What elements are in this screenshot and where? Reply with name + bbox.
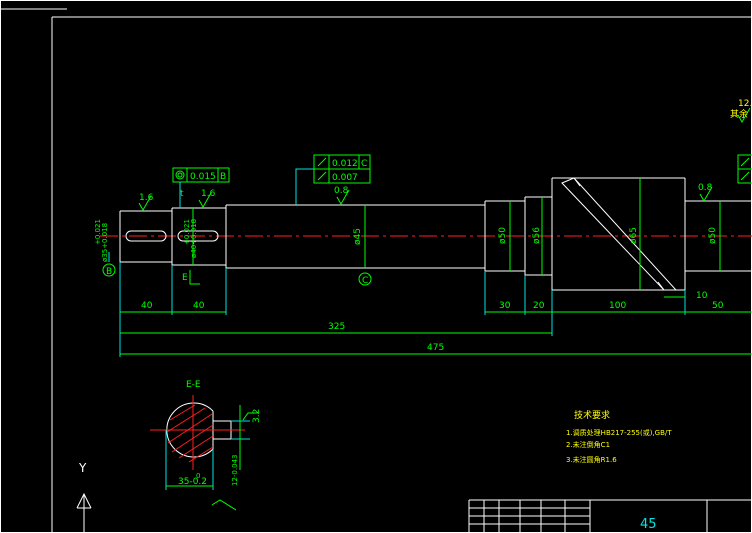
dim-325: 325	[328, 322, 345, 332]
dia-35-upper: +0.021	[94, 219, 102, 245]
tolerance-frame-right	[737, 154, 752, 184]
dimension-lines	[120, 296, 752, 355]
notes-line-1: 1.调质处理HB217-255(或),GB/T	[566, 428, 672, 437]
datum-c-circle	[358, 272, 372, 286]
dia-45: ø45	[353, 228, 363, 245]
dia-50a: ø50	[498, 227, 508, 244]
section-dim-keyway: 12-0.043	[231, 455, 239, 486]
dim-100: 100	[609, 301, 626, 311]
axis-y-label: Y	[78, 461, 87, 475]
dim-475: 475	[427, 343, 444, 353]
dim-10: 10	[696, 291, 708, 301]
svg-text:0.012: 0.012	[332, 159, 358, 169]
dia-35: ø35+0.018	[101, 223, 109, 262]
title-block	[468, 499, 752, 533]
section-title: E-E	[186, 380, 201, 390]
dim-20: 20	[533, 301, 545, 311]
rough-4: 0.8	[698, 183, 713, 193]
section-cut-line	[189, 270, 200, 285]
shaft-outline	[119, 177, 752, 291]
rough-3: 0.8	[334, 186, 349, 196]
section-dim-keyway-0: 0	[196, 472, 200, 480]
datum-b: B	[106, 267, 112, 277]
svg-text:0.015: 0.015	[190, 172, 216, 182]
rough-5: 12.5	[738, 99, 752, 109]
notes-title: 技术要求	[574, 409, 610, 421]
extension-lines	[119, 262, 686, 357]
section-mark-t: t	[180, 189, 184, 199]
dim-40a: 40	[141, 301, 153, 311]
keyway-mid	[177, 230, 219, 242]
diameter-lines	[192, 178, 721, 290]
tolerance-frame-composite: 0.012 C 0.007	[295, 154, 371, 205]
notes-line-3: 3.未注圆角R1.6	[566, 455, 617, 464]
datum-b-circle	[102, 263, 116, 277]
dia-65: ø65	[629, 227, 639, 244]
ucs-icon	[76, 492, 92, 533]
rough-2: 1.6	[201, 189, 216, 199]
dia-40-upper: +0.021	[183, 219, 191, 245]
datum-c: C	[362, 276, 368, 286]
svg-text:C: C	[361, 159, 367, 169]
dim-30: 30	[499, 301, 511, 311]
dim-50: 50	[712, 301, 724, 311]
section-view	[150, 395, 259, 511]
section-mark-e: E	[182, 273, 188, 283]
keyway-left	[125, 230, 167, 242]
rough-5-label: 其余	[730, 108, 748, 120]
section-dim-35: 35-0.2	[178, 477, 207, 487]
svg-text:0.007: 0.007	[332, 173, 358, 183]
dim-40b: 40	[193, 301, 205, 311]
dia-40: ø40+0.018	[190, 219, 198, 258]
svg-text:B: B	[220, 172, 226, 182]
dia-56: ø56	[532, 227, 542, 244]
rough-1: 1.6	[139, 193, 154, 203]
title-block-material: 45	[640, 517, 657, 532]
section-roughness: 3.2	[252, 409, 262, 423]
roughness-symbols	[138, 107, 751, 212]
dia-50b: ø50	[708, 227, 718, 244]
notes-line-2: 2.未注倒角C1	[566, 440, 610, 449]
tolerance-frame-runout: 0.015 B	[172, 167, 230, 208]
